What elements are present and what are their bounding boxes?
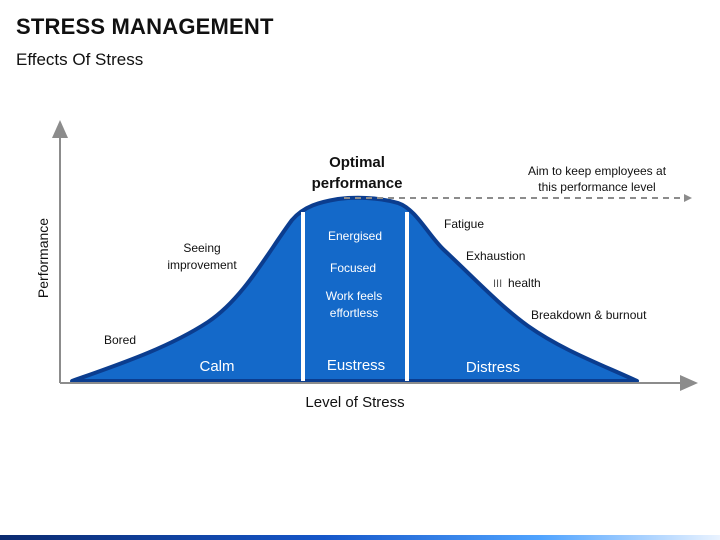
page-subtitle: Effects Of Stress <box>16 50 144 69</box>
optimal-level-arrowhead <box>684 194 692 202</box>
eustress-item-work-line2: effortless <box>330 306 378 320</box>
annotation-bored: Bored <box>104 333 136 347</box>
zone-eustress-label: Eustress <box>327 357 385 374</box>
footer-accent-bar <box>0 535 720 540</box>
annotation-ill-health-prefix: III <box>493 278 502 290</box>
annotation-seeing-line1: Seeing <box>183 241 220 255</box>
eustress-item-energised: Energised <box>328 229 382 243</box>
note-line2: this performance level <box>538 180 655 194</box>
peak-label-line1: Optimal <box>329 154 385 171</box>
x-axis-label: Level of Stress <box>305 394 404 411</box>
zone-distress-label: Distress <box>466 359 520 376</box>
page-title: STRESS MANAGEMENT <box>16 14 274 39</box>
annotation-breakdown: Breakdown & burnout <box>531 308 647 322</box>
annotation-fatigue: Fatigue <box>444 217 484 231</box>
zone-calm-label: Calm <box>199 358 234 375</box>
annotation-ill-health-word: health <box>508 276 541 290</box>
annotation-seeing-line2: improvement <box>167 258 237 272</box>
peak-label-line2: performance <box>312 175 403 192</box>
note-line1: Aim to keep employees at <box>528 164 667 178</box>
eustress-item-focused: Focused <box>330 261 376 275</box>
eustress-item-work-line1: Work feels <box>326 289 382 303</box>
annotation-exhaustion: Exhaustion <box>466 249 525 263</box>
y-axis-label: Performance <box>35 218 51 298</box>
